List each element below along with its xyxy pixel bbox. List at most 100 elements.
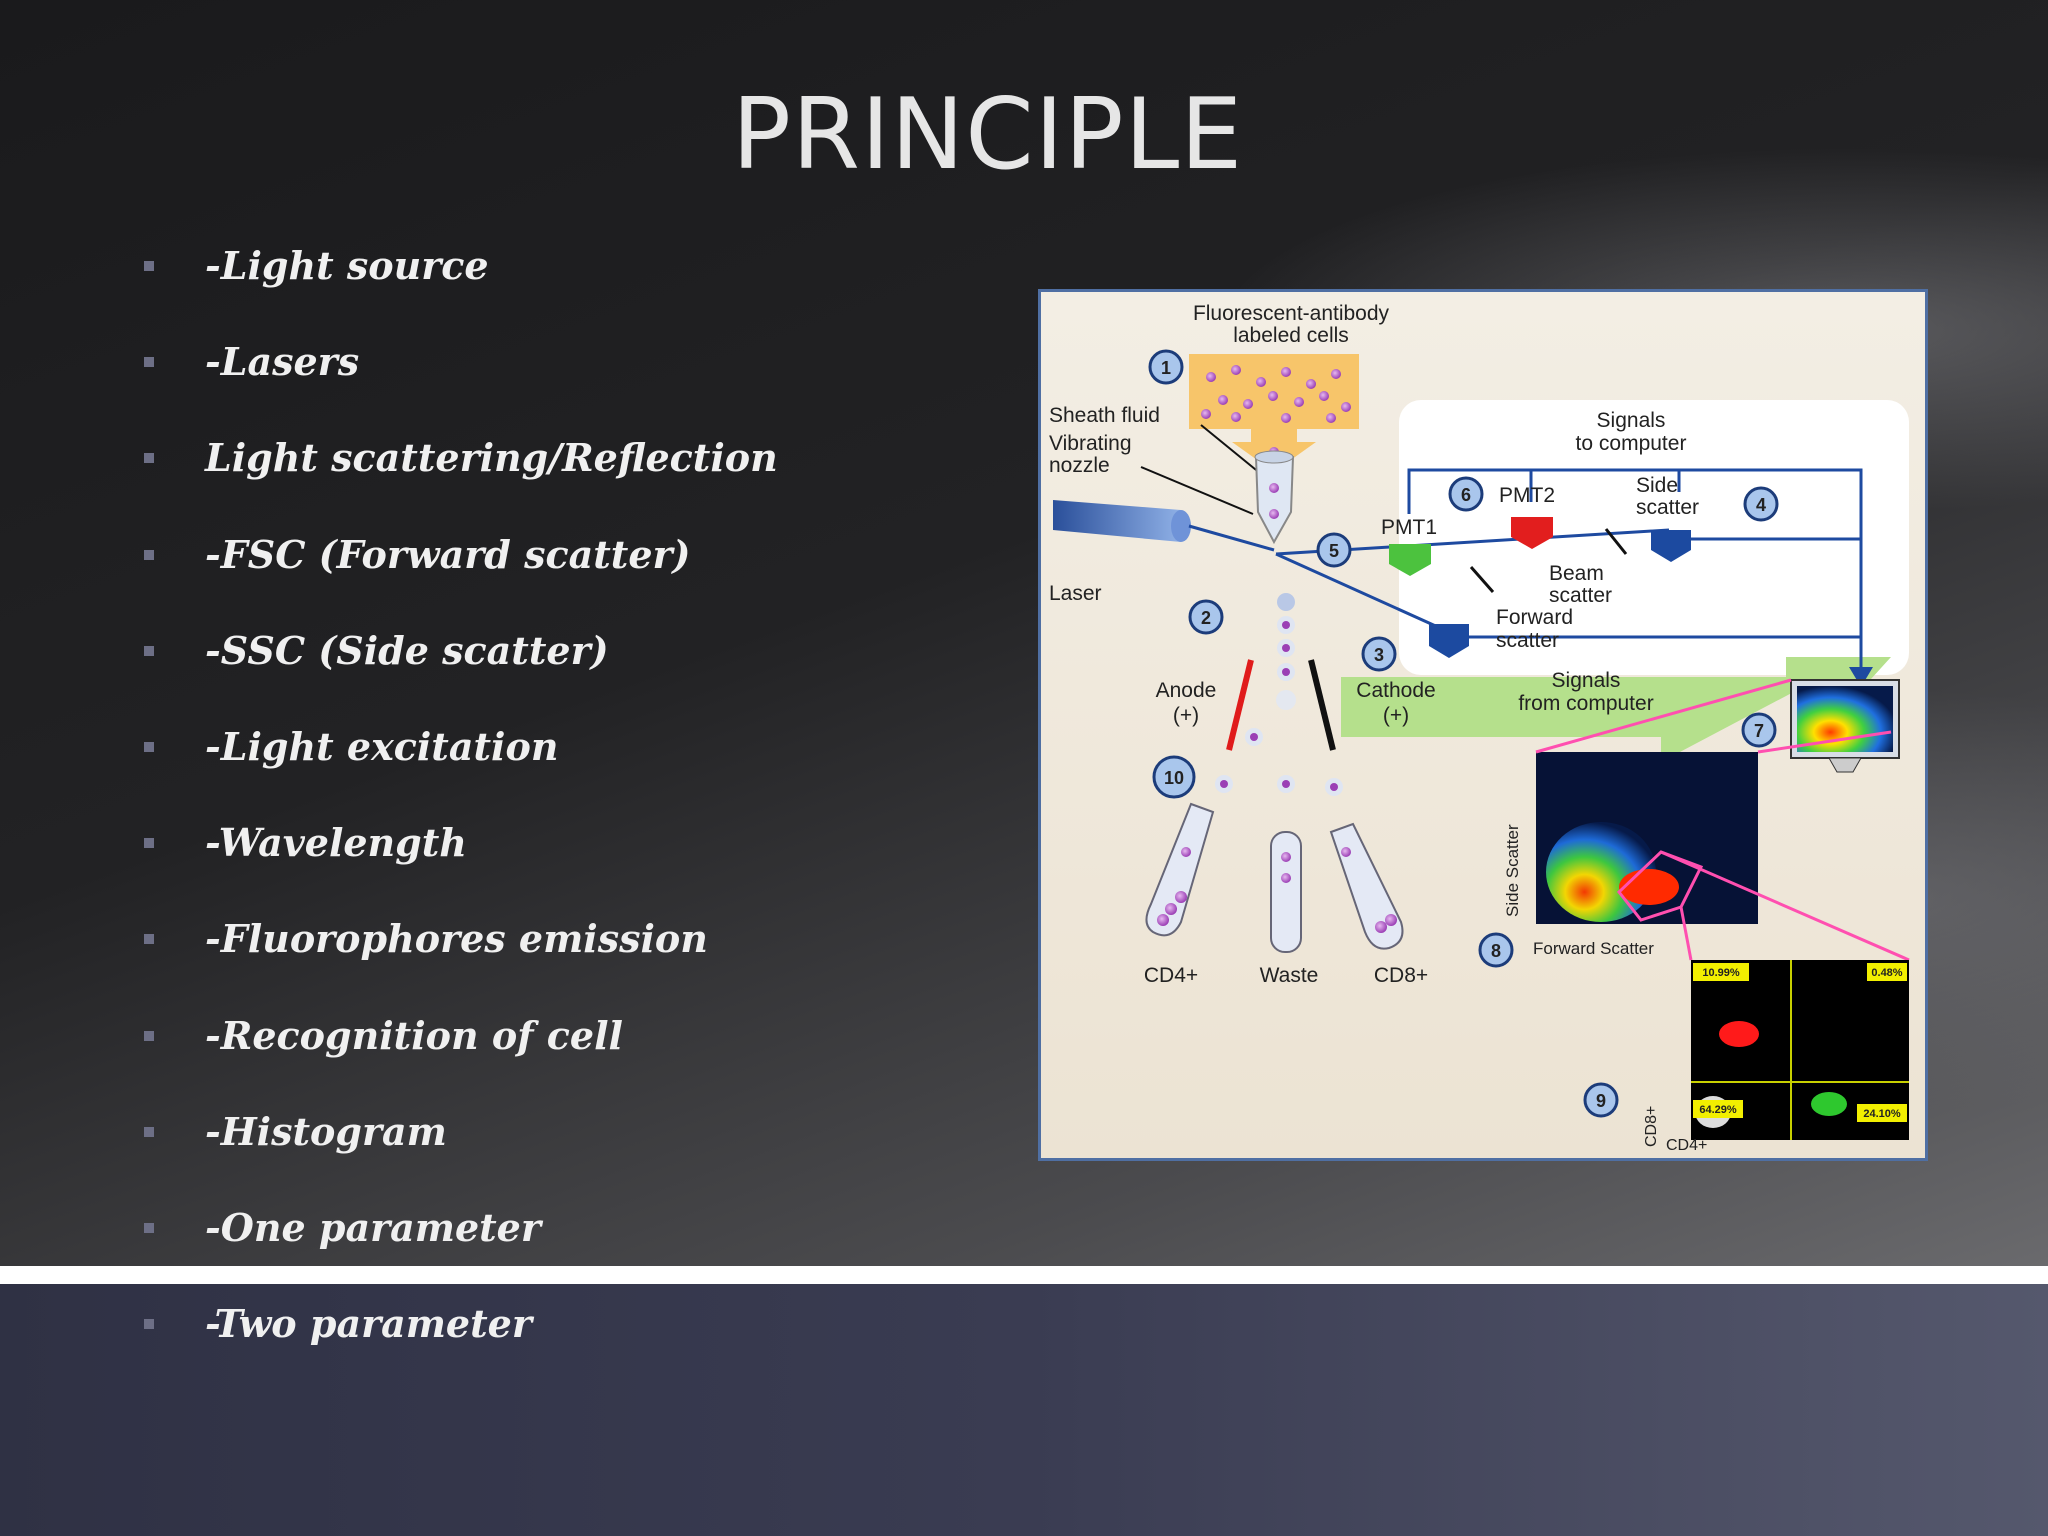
step-number: 1	[1161, 358, 1171, 378]
pmt1-label: PMT1	[1381, 516, 1437, 539]
anode-label-1: Anode	[1156, 679, 1217, 702]
step-1-badge	[1148, 349, 1184, 385]
pmt2-detector	[1511, 517, 1553, 549]
quadrant-ur-value: 0.48%	[1871, 967, 1902, 979]
beam-scatter-label-1: Beam	[1549, 562, 1604, 585]
bullet-square-icon	[144, 357, 154, 368]
step-4-badge	[1743, 486, 1779, 522]
bullet-item: -FSC (Forward scatter)	[140, 519, 778, 615]
step-8-badge	[1478, 932, 1514, 968]
side-scatter-label-1: Side	[1636, 474, 1678, 497]
pmt2-label: PMT2	[1499, 484, 1555, 507]
forward-scatter-detector	[1429, 624, 1469, 658]
step-3-badge	[1361, 636, 1397, 672]
step-9-badge	[1583, 1082, 1619, 1118]
bullet-item: -Wavelength	[140, 807, 778, 903]
laser-label: Laser	[1049, 582, 1102, 605]
quadrant-value-box	[1867, 963, 1907, 981]
nozzle-top	[1254, 450, 1294, 464]
quadrant-value-box	[1693, 963, 1749, 981]
bullet-square-icon	[144, 453, 154, 464]
step-7-badge	[1741, 712, 1777, 748]
forward-scatter-label-1: Forward	[1496, 606, 1573, 629]
bullet-square-icon	[144, 838, 154, 849]
step-number: 7	[1754, 721, 1764, 741]
step-number: 10	[1164, 768, 1184, 788]
step-5-badge	[1316, 532, 1352, 568]
quadrant-y-label: CD8+	[1643, 1106, 1660, 1147]
bullet-item: -Light source	[140, 230, 778, 326]
beam-blocker	[1469, 566, 1495, 593]
cd4-population	[1811, 1092, 1847, 1116]
step-2-badge	[1188, 599, 1224, 635]
divider-band	[0, 1266, 2048, 1284]
laser-beam	[1188, 524, 1275, 552]
gate-polygon	[1616, 850, 1704, 922]
bullet-item: -Light excitation	[140, 711, 778, 807]
droplet-stream	[1215, 593, 1343, 796]
footer-band	[0, 1284, 2048, 1536]
sheath-pointer	[1200, 424, 1262, 475]
diagram-canvas: 1 Fluorescent-antibody labeled cells She…	[1049, 302, 1910, 1154]
step-number: 4	[1756, 495, 1766, 515]
monitor-stand	[1828, 757, 1862, 773]
signals-to-label-2: to computer	[1576, 432, 1687, 455]
quadrant-ul-value: 10.99%	[1702, 967, 1740, 979]
step-number: 2	[1201, 608, 1211, 628]
cells-title-2: labeled cells	[1233, 324, 1349, 347]
bullet-square-icon	[144, 934, 154, 945]
nozzle-pointer	[1140, 466, 1254, 515]
bullet-item: Light scattering/Reflection	[140, 422, 778, 518]
bullet-item: -Histogram	[140, 1096, 778, 1192]
bullet-square-icon	[144, 1126, 154, 1137]
density-cluster	[1619, 869, 1679, 905]
vibrating-label-1: Vibrating	[1049, 432, 1132, 455]
sheath-fluid-label: Sheath fluid	[1049, 404, 1160, 427]
side-scatter-detector	[1651, 530, 1691, 562]
bullet-square-icon	[144, 1030, 154, 1041]
beam-scatter-label-2: scatter	[1549, 584, 1612, 607]
step-number: 9	[1596, 1091, 1606, 1111]
vibrating-label-2: nozzle	[1049, 454, 1110, 477]
pmt1-detector	[1389, 544, 1431, 576]
slide-title: PRINCIPLE	[731, 78, 1244, 192]
tube-cd8-label: CD8+	[1374, 964, 1428, 987]
cathode-label-2: (+)	[1383, 704, 1409, 727]
cells-title-1: Fluorescent-antibody	[1193, 302, 1390, 325]
bullet-list: -Light source -Lasers Light scattering/R…	[140, 230, 778, 1384]
bullet-item: -Two parameter	[140, 1288, 778, 1384]
collection-tubes	[1145, 802, 1404, 953]
nozzle	[1254, 456, 1295, 545]
anode-plate	[1226, 659, 1254, 751]
bullet-item: -One parameter	[140, 1192, 778, 1288]
anode-label-2: (+)	[1173, 704, 1199, 727]
cd8-population	[1719, 1021, 1759, 1047]
nozzle-cell	[1269, 509, 1279, 519]
tube-waste-label: Waste	[1260, 964, 1319, 987]
flow-cytometry-diagram: 1 Fluorescent-antibody labeled cells She…	[1038, 289, 1928, 1161]
signals-to-label-1: Signals	[1597, 409, 1666, 432]
nozzle-cell	[1269, 483, 1279, 493]
signals-arrowhead	[1849, 667, 1873, 687]
step-number: 8	[1491, 941, 1501, 961]
gate-connectors	[1535, 678, 1910, 962]
laser-head	[1171, 510, 1191, 542]
bullet-square-icon	[144, 1222, 154, 1233]
signals-from-arrow	[1341, 657, 1891, 762]
bullet-item: -Fluorophores emission	[140, 903, 778, 999]
step-10-badge	[1152, 755, 1196, 799]
bullet-item: -Lasers	[140, 326, 778, 422]
bullet-square-icon	[144, 1319, 154, 1330]
quadrant-x-label: CD4+	[1666, 1137, 1707, 1154]
beam-blocker	[1604, 528, 1628, 555]
bullet-square-icon	[144, 549, 154, 560]
bullet-item: -Recognition of cell	[140, 1000, 778, 1096]
bullet-square-icon	[144, 741, 154, 752]
side-scatter-label-2: scatter	[1636, 496, 1699, 519]
bullet-square-icon	[144, 645, 154, 656]
quadrant-value-box	[1857, 1104, 1907, 1122]
quadrant-lr-value: 24.10%	[1863, 1108, 1901, 1120]
signals-from-label-1: Signals	[1552, 669, 1621, 692]
bullet-item: -SSC (Side scatter)	[140, 615, 778, 711]
tube-cd4-label: CD4+	[1144, 964, 1198, 987]
